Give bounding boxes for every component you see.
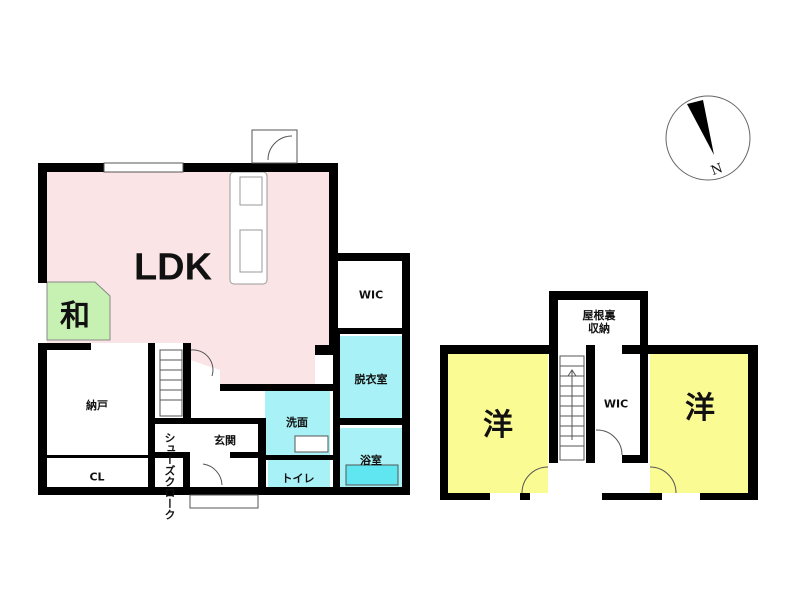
room-entrance: 玄関 — [214, 434, 236, 447]
bathtub — [345, 464, 399, 486]
stove — [239, 176, 263, 206]
room-ldk: LDK — [133, 246, 213, 289]
room-toilet: トイレ — [281, 472, 315, 485]
sink — [294, 435, 329, 453]
back-door-swing — [267, 135, 293, 161]
washitsu-fill — [46, 281, 111, 341]
stairs-1f — [159, 349, 183, 417]
compass-needle — [687, 100, 714, 155]
back-door-step — [251, 129, 298, 164]
floor2-details — [521, 355, 677, 494]
room-wic-1f: WIC — [358, 288, 384, 302]
window-top — [103, 162, 184, 173]
floor1-fills — [46, 171, 402, 487]
room-wic-2f: WIC — [603, 397, 629, 411]
dressing-fill — [340, 336, 402, 418]
compass — [665, 95, 751, 181]
floor1-walls — [38, 163, 410, 495]
room-washroom: 洗面 — [286, 416, 308, 429]
floor1-details — [103, 129, 298, 509]
room-attic-storage: 屋根裏 収納 — [582, 309, 616, 335]
room-western-right: 洋 — [685, 391, 715, 426]
room-washitsu: 和 — [60, 299, 90, 334]
room-nando: 納戸 — [86, 399, 108, 412]
toilet-fill — [268, 460, 330, 487]
entry-door-swing — [202, 463, 223, 486]
kitchen-sink — [239, 229, 263, 273]
room-bath: 浴室 — [360, 454, 382, 467]
room-shoe-closet: シューズクローク — [163, 432, 176, 520]
room-dressing: 脱衣室 — [354, 373, 388, 386]
entry-step — [189, 494, 259, 509]
floor2-fills — [448, 354, 748, 493]
floor2-walls — [440, 291, 758, 500]
door-swing — [190, 349, 214, 377]
room-western-left: 洋 — [483, 408, 513, 443]
room-closet: CL — [89, 470, 105, 484]
stairs-2f — [559, 355, 585, 461]
